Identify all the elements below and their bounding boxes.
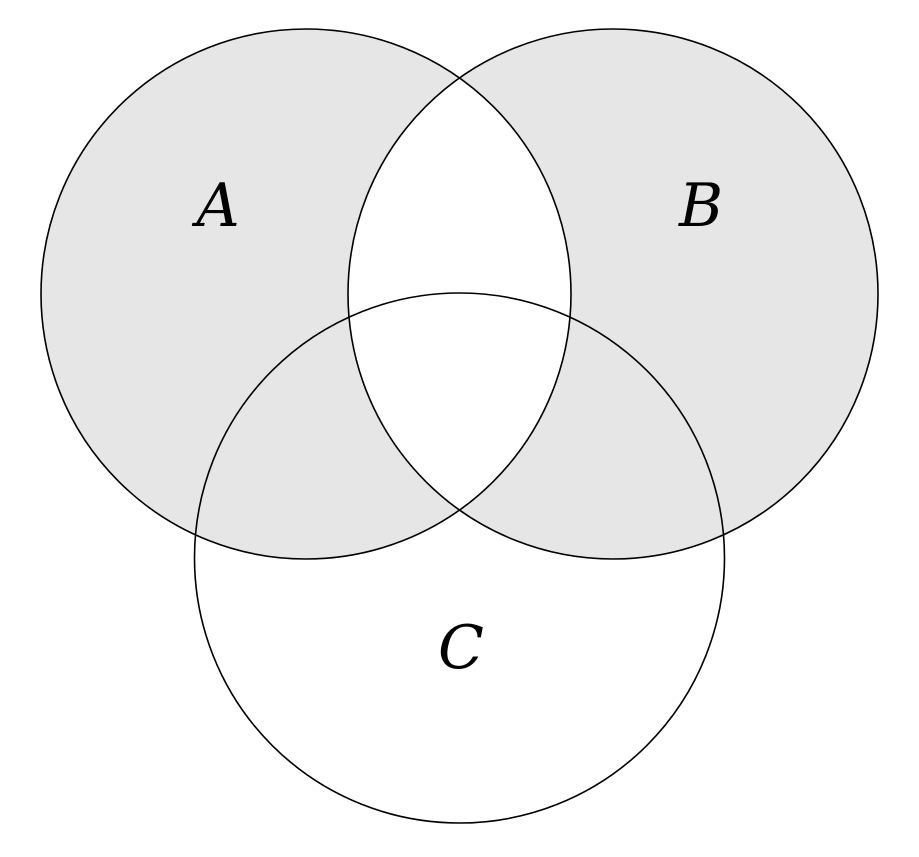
circle-b-outline [347,28,879,560]
circle-c-outline [193,292,726,824]
label-set-c: C [438,613,484,683]
circle-a-outline [40,28,572,560]
label-set-b: B [678,171,723,241]
shaded-region-a-xor-b [41,29,878,559]
label-set-a: A [191,171,239,241]
